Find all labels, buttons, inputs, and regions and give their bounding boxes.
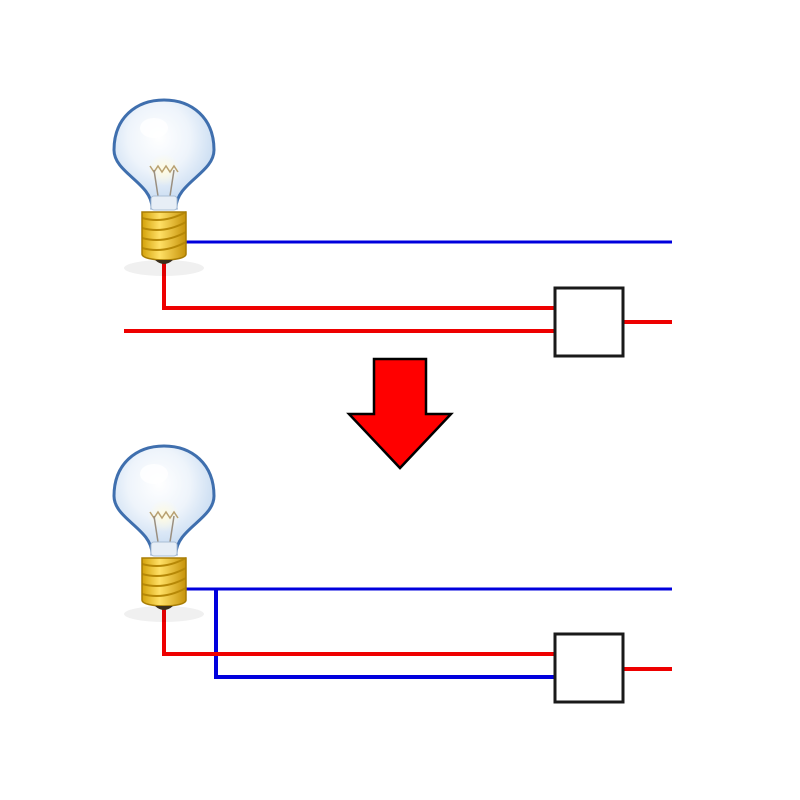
light-bulb-icon [112, 444, 216, 624]
switched-live-wire [162, 604, 556, 656]
panel-after [112, 444, 672, 704]
switch-box [553, 286, 625, 358]
light-bulb-icon [112, 98, 216, 278]
down-arrow [346, 357, 454, 470]
panel-before [112, 98, 672, 358]
switched-live-wire [162, 258, 556, 310]
switch-box [553, 632, 625, 704]
neutral-to-switch-wire [214, 589, 556, 679]
